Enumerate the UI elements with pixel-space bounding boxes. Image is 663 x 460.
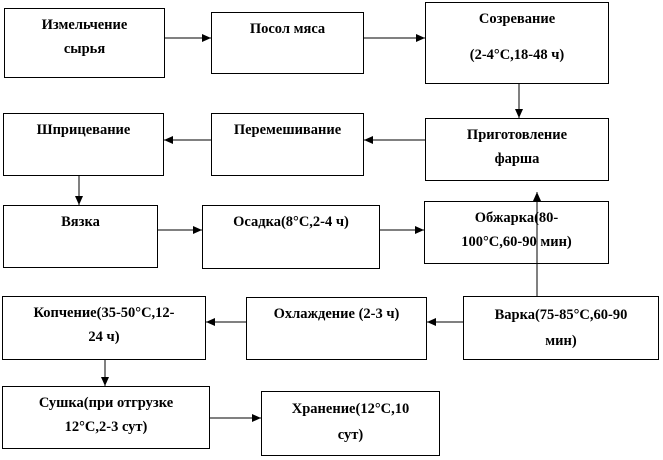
node-shpricevanie-line-1: Шприцевание <box>36 122 131 138</box>
node-shpricevanie: Шприцевание <box>3 113 164 176</box>
node-prigotovlenie: Приготовление фарша <box>425 118 609 181</box>
node-vyazka: Вязка <box>3 205 158 268</box>
node-vyazka-line-1: Вязка <box>61 214 100 230</box>
node-izmelchenie: Измельчение сырья <box>4 8 165 78</box>
node-varka: Варка(75-85°С,60-90 мин) <box>463 296 659 360</box>
node-sushka: Сушка(при отгрузке 12°С,2-3 сут) <box>2 386 210 449</box>
node-kopchenie-line-1: Копчение(35-50°С,12- <box>33 305 175 321</box>
node-obzharka-line-2: 100°С,60-90 мин) <box>461 234 572 250</box>
node-sushka-line-2: 12°С,2-3 сут) <box>64 419 148 435</box>
node-posol: Посол мяса <box>211 12 364 74</box>
node-prigotovlenie-line-1: Приготовление <box>466 127 568 143</box>
node-varka-line-1: Варка(75-85°С,60-90 <box>494 307 628 323</box>
node-sozrevanie-line-1: Созревание <box>478 11 556 27</box>
node-varka-line-2: мин) <box>545 333 577 349</box>
node-izmelchenie-line-1: Измельчение <box>41 17 128 33</box>
node-kopchenie: Копчение(35-50°С,12- 24 ч) <box>2 296 206 360</box>
node-sozrevanie-spacer <box>428 31 606 43</box>
node-ohlazhdenie: Охлаждение (2-3 ч) <box>246 297 427 360</box>
node-peremeshivanie: Перемешивание <box>211 113 364 176</box>
node-obzharka: Обжарка(80- 100°С,60-90 мин) <box>424 201 609 264</box>
node-sozrevanie-line-3: (2-4°С,18-48 ч) <box>469 47 565 63</box>
node-osadka-line-1: Осадка(8°С,2-4 ч) <box>233 214 349 230</box>
node-hranenie-line-2: сут) <box>337 427 364 443</box>
node-sozrevanie: Созревание (2-4°С,18-48 ч) <box>425 2 609 84</box>
node-obzharka-line-1: Обжарка(80- <box>474 210 559 226</box>
node-kopchenie-line-2: 24 ч) <box>88 329 120 345</box>
node-osadka: Осадка(8°С,2-4 ч) <box>202 205 380 269</box>
node-ohlazhdenie-line-1: Охлаждение (2-3 ч) <box>273 306 400 322</box>
node-hranenie: Хранение(12°С,10 сут) <box>261 391 440 456</box>
node-hranenie-line-1: Хранение(12°С,10 <box>291 401 410 417</box>
node-sushka-line-1: Сушка(при отгрузке <box>38 395 174 411</box>
node-peremeshivanie-line-1: Перемешивание <box>233 122 342 138</box>
node-posol-line-1: Посол мяса <box>249 21 326 37</box>
node-izmelchenie-line-2: сырья <box>63 41 106 57</box>
node-prigotovlenie-line-2: фарша <box>494 151 540 167</box>
